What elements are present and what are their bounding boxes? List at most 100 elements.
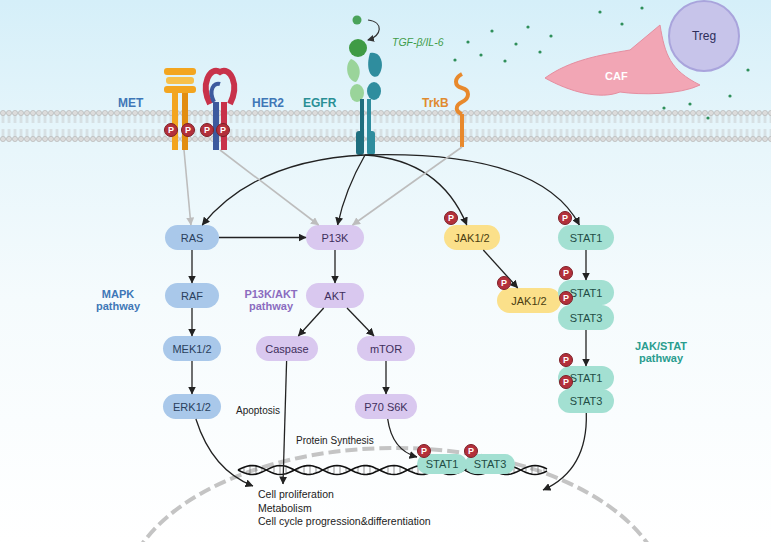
protein-box: STAT1 bbox=[558, 225, 614, 250]
pathway-arrow bbox=[365, 155, 579, 225]
pathway-label: JAK/STAT pathway bbox=[630, 340, 692, 364]
node-label: Treg bbox=[692, 29, 716, 43]
protein-box: MEK1/2 bbox=[163, 336, 221, 361]
pathway-arrow bbox=[365, 155, 467, 225]
pathway-arrow bbox=[353, 147, 463, 225]
dot bbox=[640, 6, 643, 9]
node-label: EGFR bbox=[303, 96, 336, 110]
node-label: CAF bbox=[605, 70, 628, 82]
node-label: JAK1/2 bbox=[511, 295, 546, 307]
dna-rung bbox=[370, 466, 371, 474]
dot bbox=[479, 53, 482, 56]
dot bbox=[526, 25, 529, 28]
node-label: P70 S6K bbox=[364, 401, 407, 413]
dna-rung bbox=[286, 466, 287, 473]
phospho-mark: P bbox=[417, 444, 431, 458]
pathway-arrow bbox=[543, 413, 586, 490]
receptor-domain bbox=[456, 74, 468, 114]
ligand-ball bbox=[353, 16, 362, 25]
receptor-domain bbox=[164, 86, 196, 93]
pathway-arrow bbox=[585, 330, 586, 366]
dot bbox=[620, 22, 623, 25]
receptor-stalk bbox=[460, 114, 464, 147]
receptor-domain bbox=[166, 77, 194, 84]
protein-box: STAT3 bbox=[558, 305, 614, 330]
protein-box: JAK1/2 bbox=[444, 225, 500, 250]
dna-rung bbox=[532, 466, 533, 475]
node-label: JAK1/2 bbox=[454, 232, 489, 244]
cell-membrane bbox=[0, 110, 771, 142]
receptor-domain bbox=[206, 71, 234, 104]
node-label: STAT3 bbox=[570, 395, 603, 407]
dna-rung bbox=[250, 466, 251, 475]
node-label: TrkB bbox=[422, 96, 449, 110]
phospho-mark: P bbox=[200, 123, 214, 137]
nucleus: Cell proliferationMetabolismCell cycle p… bbox=[150, 440, 630, 542]
dot bbox=[503, 59, 506, 62]
node-label: Cell proliferation bbox=[258, 488, 334, 500]
dna-rung bbox=[304, 466, 305, 474]
pathway-label: MAPK pathway bbox=[92, 288, 144, 312]
protein-box: ERK1/2 bbox=[163, 394, 221, 419]
receptor-stalk bbox=[182, 93, 188, 150]
node-label: P13K bbox=[322, 232, 349, 244]
receptor-domain bbox=[367, 82, 381, 100]
dna-rung bbox=[256, 466, 257, 474]
protein-box: RAS bbox=[165, 225, 219, 250]
phospho-mark: P bbox=[559, 353, 573, 367]
receptor: MET bbox=[160, 62, 200, 150]
dna-rung bbox=[364, 466, 365, 475]
pathway-arrow bbox=[191, 308, 192, 336]
node-label: Cell cycle progression&differentiation bbox=[258, 515, 431, 527]
node-label: mTOR bbox=[370, 343, 402, 355]
node-label: RAS bbox=[181, 232, 204, 244]
node-label: STAT1 bbox=[570, 232, 603, 244]
ligand-ball bbox=[349, 39, 367, 57]
phospho-mark: P bbox=[559, 375, 573, 389]
node-label: STAT3 bbox=[474, 458, 507, 470]
dot bbox=[549, 34, 552, 37]
receptor-stalk bbox=[172, 93, 178, 150]
node-label: STAT1 bbox=[426, 458, 459, 470]
trkb-receptor bbox=[452, 72, 472, 147]
dot bbox=[453, 58, 456, 61]
pathway-arrow bbox=[388, 419, 417, 457]
receptor: TrkB bbox=[452, 72, 472, 147]
receptor-domain bbox=[347, 59, 360, 82]
phospho-mark: P bbox=[559, 266, 573, 280]
pathway-arrow bbox=[219, 237, 306, 238]
node-label: MET bbox=[118, 96, 143, 110]
node-label: ERK1/2 bbox=[173, 401, 211, 413]
pathway-arrow bbox=[483, 250, 517, 288]
cell-circle: Treg bbox=[668, 0, 740, 72]
pathway-arrow bbox=[191, 250, 192, 283]
pathway-arrow bbox=[585, 250, 586, 280]
dot bbox=[688, 102, 691, 105]
node-label: AKT bbox=[324, 290, 345, 302]
node-label: STAT1 bbox=[570, 372, 603, 384]
dot bbox=[466, 40, 469, 43]
node-label: MEK1/2 bbox=[172, 343, 211, 355]
dot bbox=[662, 106, 665, 109]
receptor-domain bbox=[164, 68, 196, 75]
kinase-domain bbox=[356, 131, 364, 155]
phospho-mark: P bbox=[497, 276, 511, 290]
kinase-domain bbox=[367, 131, 375, 155]
phospho-mark: P bbox=[181, 123, 195, 137]
edge-label: Apoptosis bbox=[236, 405, 280, 416]
dna-rung bbox=[388, 466, 389, 473]
node-label: STAT1 bbox=[570, 287, 603, 299]
pathway-arrow bbox=[385, 361, 386, 394]
protein-box: P13K bbox=[306, 225, 364, 250]
phospho-mark: P bbox=[559, 291, 573, 305]
pathway-arrow bbox=[338, 155, 365, 225]
node-label: STAT3 bbox=[570, 312, 603, 324]
pathway-arrow bbox=[220, 150, 319, 225]
protein-box: mTOR bbox=[357, 336, 415, 361]
pathway-arrow bbox=[347, 308, 374, 336]
dna-rung bbox=[340, 466, 341, 474]
phospho-mark: P bbox=[464, 444, 478, 458]
node-label: HER2 bbox=[252, 96, 284, 110]
dna-rung bbox=[280, 466, 281, 475]
